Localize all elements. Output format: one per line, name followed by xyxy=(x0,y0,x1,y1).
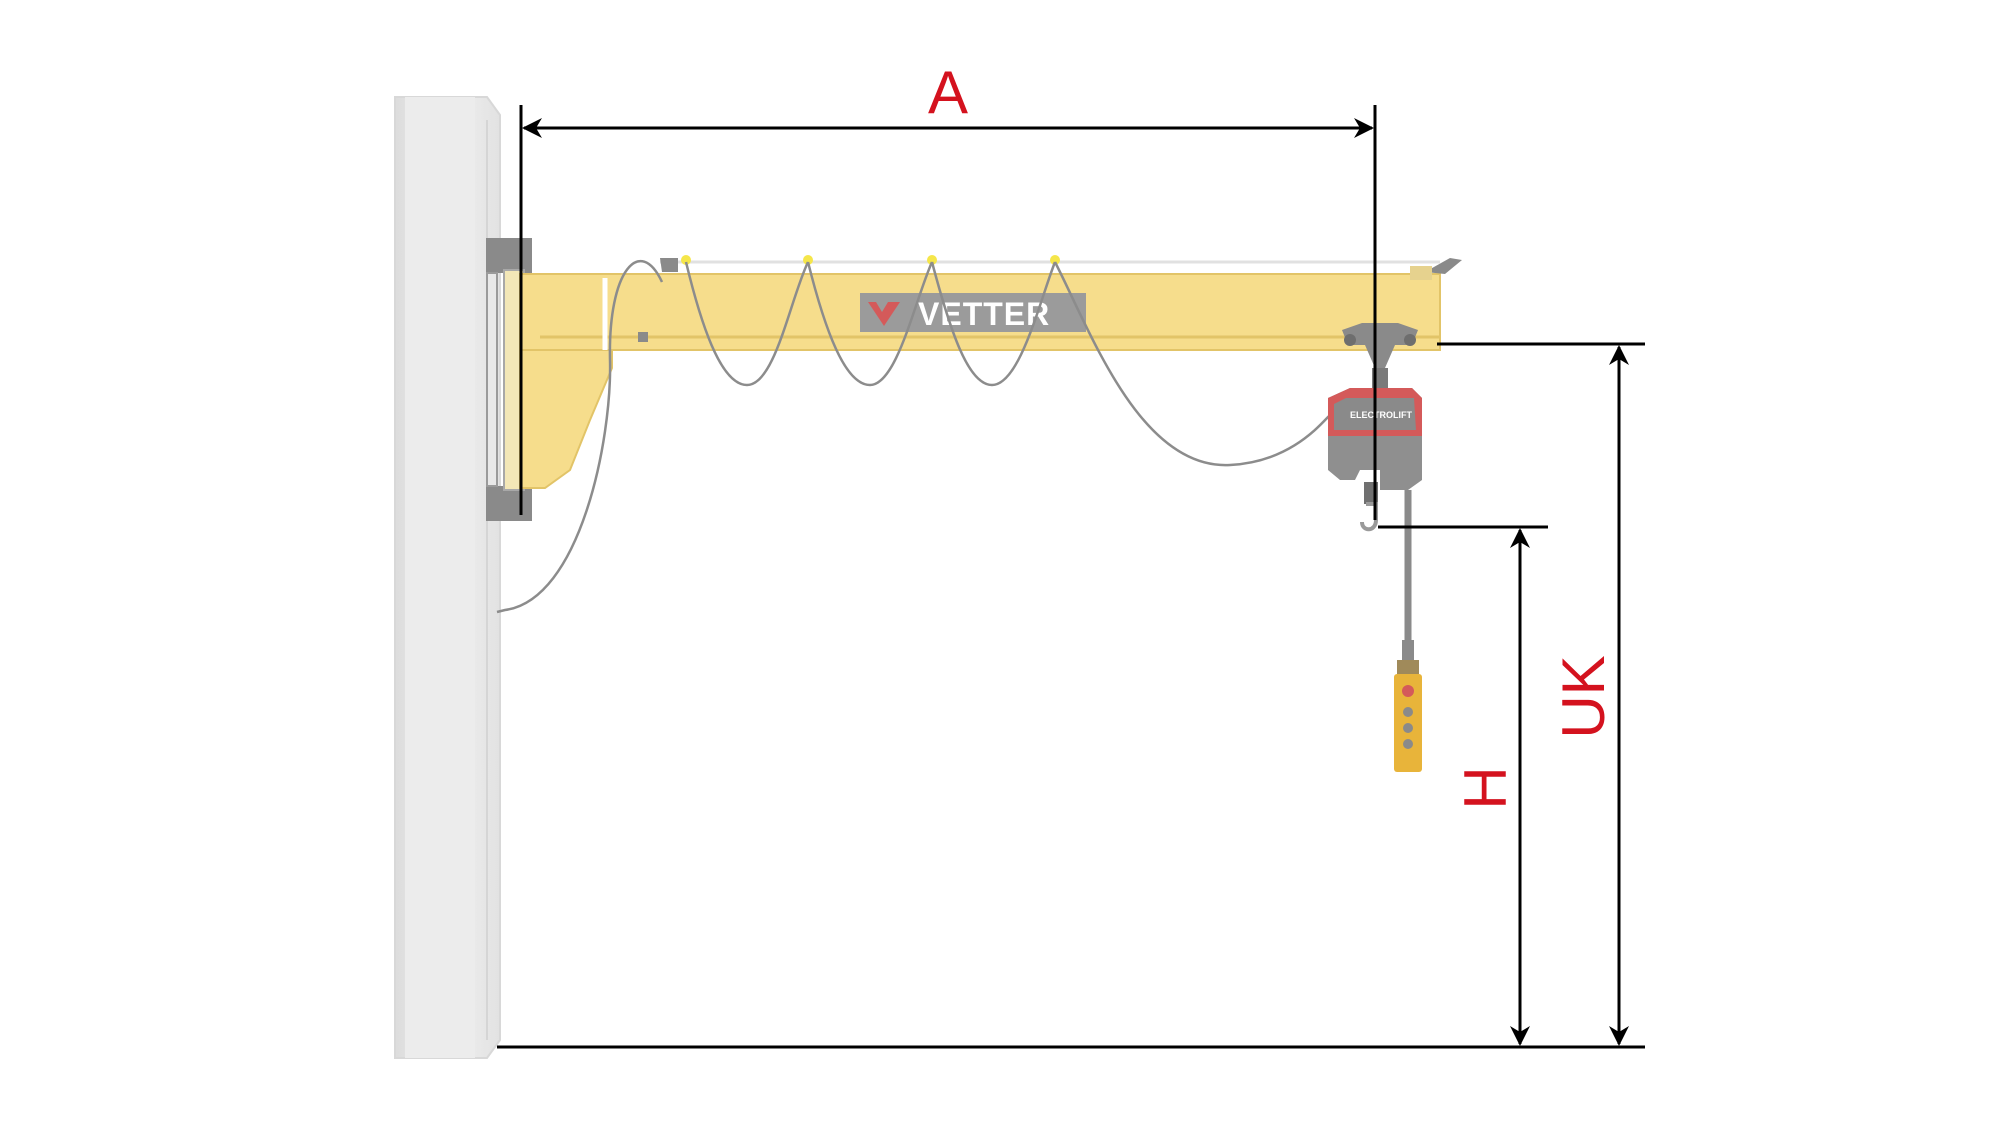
vetter-logo: VETTER xyxy=(860,293,1086,332)
jib-arm xyxy=(519,255,1462,489)
hoist-brand-text: ELECTROLIFT xyxy=(1350,410,1412,420)
span-dimension-label: A xyxy=(928,59,968,126)
trolley xyxy=(1342,323,1418,388)
wall-column xyxy=(394,96,501,1059)
lift-height-dimension-label: H xyxy=(1452,766,1519,809)
hook-height-dimension-label: UK xyxy=(1550,655,1617,738)
dimension-lines xyxy=(497,105,1645,1049)
control-pendant xyxy=(1394,640,1422,772)
logo-text: VETTER xyxy=(918,296,1050,332)
festoon-cable xyxy=(496,259,1331,614)
